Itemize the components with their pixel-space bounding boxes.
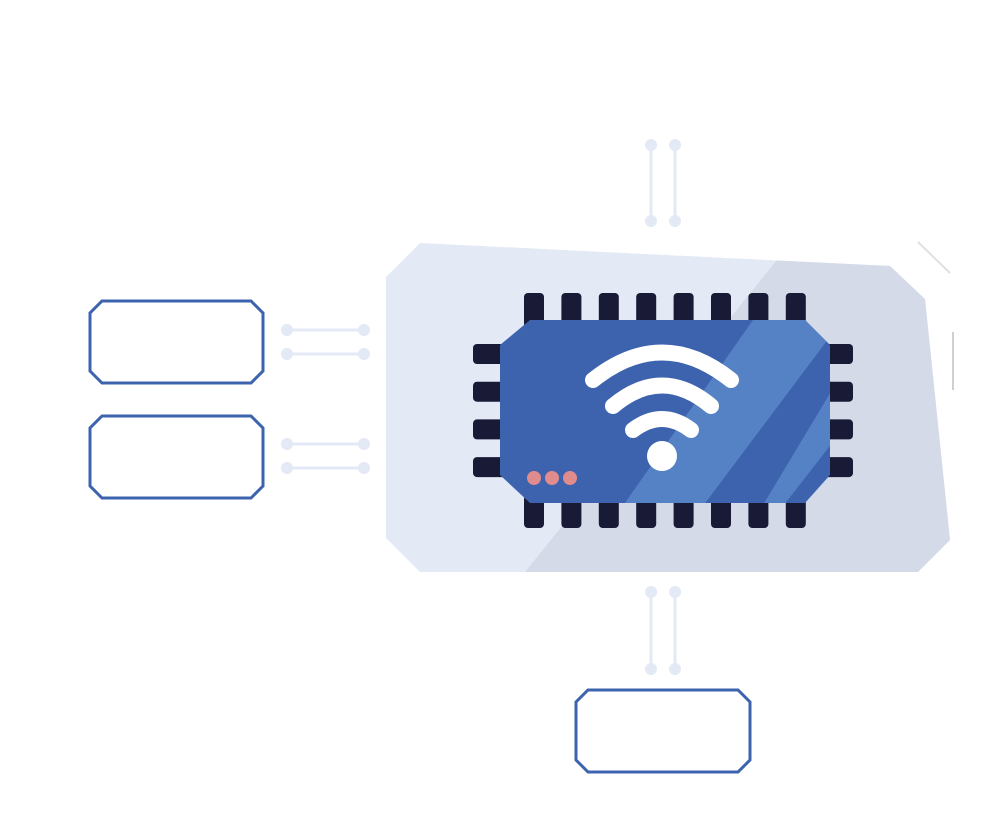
indicator-dots — [527, 471, 577, 485]
chip-pin-top — [561, 293, 582, 328]
module-left-top — [88, 299, 265, 385]
chip-pin-top — [636, 293, 657, 328]
chip-pins — [473, 293, 853, 528]
chip-pin-bottom — [636, 495, 657, 528]
chip-pin-bottom — [561, 495, 582, 528]
chip-pin-top — [524, 293, 544, 328]
chip-pin-bottom — [711, 495, 731, 528]
module-left-bottom — [88, 414, 265, 500]
connector-top — [645, 139, 681, 227]
connector-bottom — [645, 586, 681, 675]
chip-pin-top — [673, 293, 694, 328]
chip-pin-bottom — [598, 495, 619, 528]
chip-pin-bottom — [524, 495, 544, 528]
connector-left-bottom — [281, 438, 370, 474]
chip-pin-left — [473, 381, 508, 402]
wifi-icon — [585, 344, 739, 471]
chip-pin-top — [598, 293, 619, 328]
chip-pin-left — [473, 344, 508, 364]
module-bottom — [574, 688, 752, 774]
chip-pin-left — [473, 419, 508, 440]
chip-pin-bottom — [785, 495, 806, 528]
chip-pin-top — [785, 293, 806, 328]
chip-pin-top — [748, 293, 769, 328]
chip-pin-bottom — [748, 495, 769, 528]
connector-left-top — [281, 324, 370, 360]
chip-pin-left — [473, 457, 508, 478]
chip-pin-bottom — [673, 495, 694, 528]
chip-pin-top — [711, 293, 731, 328]
